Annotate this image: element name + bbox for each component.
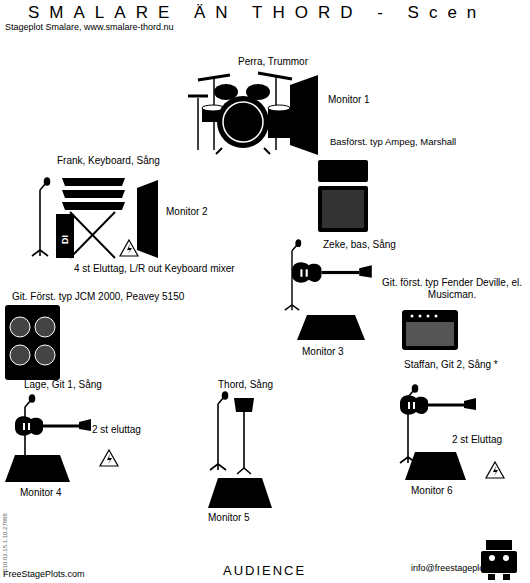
power-warning: [100, 450, 118, 466]
stage-label: 2010.02.15.1.10.27888: [2, 513, 9, 575]
stage-label: 2 st Eluttag: [452, 434, 502, 446]
stage-label: Monitor 3: [302, 346, 344, 358]
monitor-wedge: [208, 478, 272, 508]
monitor-wedge: [5, 455, 70, 482]
stage-label: Lage, Git 1, Sång: [24, 379, 102, 391]
plot-title: SMALARE ÄN THORD - Scen: [28, 3, 486, 23]
guitar-amp: [5, 305, 60, 380]
site-logo: [481, 540, 517, 580]
keyboard-rig: [56, 178, 125, 258]
power-warning: [486, 462, 504, 478]
stage-label: Git. Först. typ JCM 2000, Peavey 5150: [12, 291, 184, 303]
stage-label: FreeStagePlots.com: [3, 569, 85, 579]
mic-stand: [32, 178, 50, 256]
stage-label: Staffan, Git 2, Sång *: [404, 359, 498, 371]
stage-label: Thord, Sång: [218, 379, 273, 391]
stage-label: Perra, Trummor: [238, 56, 308, 68]
bass-amp: [318, 160, 368, 232]
stage-label: Monitor 1: [328, 94, 370, 106]
stage-label: Monitor 4: [20, 487, 62, 499]
bass-guitar: [292, 262, 372, 282]
electric-guitar: [400, 395, 476, 414]
electric-guitar: [15, 416, 91, 435]
stage-label: Git. först. typ Fender Deville, el. Musi…: [378, 277, 526, 300]
stage-label: DI: [60, 235, 70, 244]
power-warning: [120, 240, 138, 256]
drum-kit: [188, 73, 292, 154]
stage-label: 2 st eluttag: [92, 424, 141, 436]
stage-label: Frank, Keyboard, Sång: [57, 155, 160, 167]
music-stand: [234, 398, 254, 474]
stage-label: Stageplot Smalare, www.smalare-thord.nu: [5, 22, 174, 32]
stage-label: 4 st Eluttag, L/R out Keyboard mixer: [74, 263, 235, 275]
monitor-wedge: [137, 180, 158, 258]
stage-label: Monitor 2: [166, 206, 208, 218]
stage-label: Monitor 6: [411, 485, 453, 497]
stage-label: Zeke, bas, Sång: [323, 239, 396, 251]
monitor-wedge: [405, 452, 466, 480]
monitor-wedge: [297, 315, 365, 340]
stage-label: Basförst. typ Ampeg, Marshall: [330, 137, 456, 148]
guitar-amp: [402, 310, 458, 350]
monitor-wedge: [290, 75, 318, 155]
stage-label: info@freestageplots.com: [411, 563, 511, 573]
mic-stand: [210, 392, 228, 470]
stage-label: Monitor 5: [208, 512, 250, 524]
stage-label: AUDIENCE: [223, 564, 306, 579]
